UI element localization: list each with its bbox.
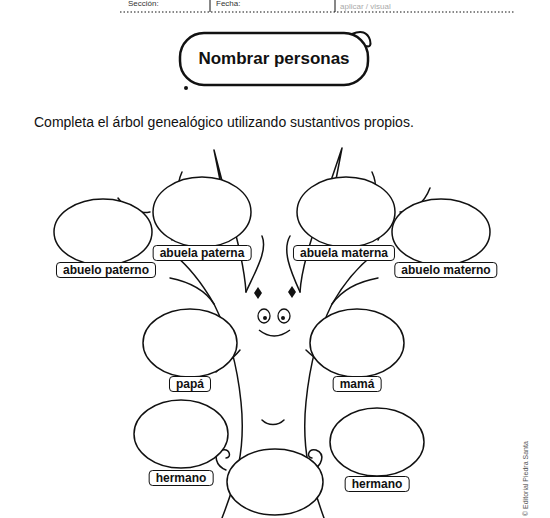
mouth bbox=[259, 330, 290, 336]
family-member-oval: abuelo materno bbox=[381, 197, 501, 280]
relation-tag: hermano bbox=[345, 476, 410, 492]
family-member-oval: hermano bbox=[121, 398, 241, 488]
copyright-note: © Editorial Piedra Santa bbox=[522, 441, 529, 516]
family-member-oval: papá bbox=[130, 307, 250, 394]
relation-tag: hermano bbox=[149, 470, 214, 486]
bark-line bbox=[262, 420, 284, 425]
name-oval bbox=[297, 177, 395, 247]
pupil bbox=[263, 316, 267, 320]
eye bbox=[278, 309, 290, 323]
branch bbox=[170, 278, 214, 304]
family-member-oval: abuela paterna bbox=[142, 175, 262, 263]
family-member-oval: abuelo paterno bbox=[43, 197, 163, 280]
name-oval bbox=[54, 199, 152, 265]
sparkle bbox=[254, 287, 262, 299]
relation-tag: abuelo materno bbox=[394, 262, 497, 278]
name-oval bbox=[330, 408, 424, 476]
header-field: Fecha: bbox=[216, 0, 240, 8]
relation-tag: abuela paterna bbox=[153, 245, 252, 261]
header-line bbox=[120, 12, 515, 13]
instruction-text: Completa el árbol genealógico utilizando… bbox=[34, 114, 414, 130]
family-member-oval: hermano bbox=[317, 406, 437, 494]
pupil bbox=[281, 316, 285, 320]
branch bbox=[332, 278, 378, 304]
relation-tag: abuelo paterno bbox=[56, 262, 156, 278]
relation-tag: mamá bbox=[333, 376, 382, 392]
name-oval bbox=[134, 400, 228, 468]
sparkle bbox=[288, 286, 296, 298]
tree-face bbox=[254, 286, 296, 336]
relation-tag: papá bbox=[169, 376, 211, 392]
banner-outline bbox=[180, 33, 368, 85]
header-field: Sección: bbox=[128, 0, 159, 8]
name-oval bbox=[153, 177, 251, 247]
header-rules bbox=[120, 0, 515, 12]
family-member-oval: mamá bbox=[297, 307, 417, 394]
title-banner bbox=[180, 32, 371, 90]
name-oval bbox=[392, 199, 490, 265]
worksheet-title: Nombrar personas bbox=[198, 49, 349, 69]
banner-drop bbox=[184, 86, 188, 90]
header-separator bbox=[335, 0, 336, 12]
name-oval bbox=[310, 309, 404, 377]
header-separator bbox=[210, 0, 211, 12]
header-field: aplicar / visual bbox=[340, 2, 391, 11]
tree-drawing bbox=[118, 148, 430, 518]
family-member-oval: abuela materna bbox=[286, 175, 406, 263]
name-oval bbox=[143, 309, 237, 377]
relation-tag: abuela materna bbox=[293, 245, 395, 261]
banner-curl bbox=[352, 32, 371, 46]
eye bbox=[258, 309, 270, 323]
blank-oval bbox=[227, 449, 323, 515]
